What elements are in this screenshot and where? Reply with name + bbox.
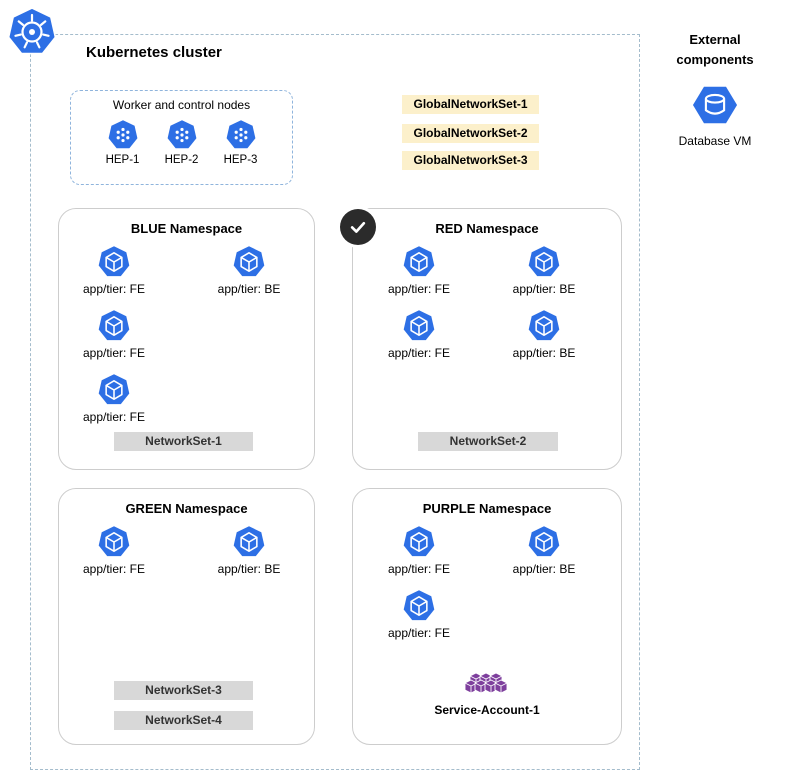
host-endpoint-3: HEP-3 <box>218 119 264 166</box>
pod-label: app/tier: FE <box>82 562 146 576</box>
namespace-blue: BLUE Namespace app/tier: FE app/tier: BE… <box>58 208 315 470</box>
pod-label: app/tier: BE <box>512 562 576 576</box>
hep-icon <box>100 119 146 151</box>
pod-label: app/tier: BE <box>217 562 281 576</box>
cluster-title: Kubernetes cluster <box>86 44 222 61</box>
pod-icon <box>374 525 464 559</box>
pod: app/tier: FE <box>69 245 159 296</box>
pod-icon <box>374 245 464 279</box>
pod: app/tier: FE <box>374 525 464 576</box>
pod: app/tier: BE <box>204 245 294 296</box>
namespace-title: PURPLE Namespace <box>422 501 552 516</box>
pod-icon <box>374 309 464 343</box>
kubernetes-cluster-boundary: Kubernetes cluster <box>30 34 640 770</box>
host-endpoint-1: HEP-1 <box>100 119 146 166</box>
pod-icon <box>499 245 589 279</box>
network-set-chip: NetworkSet-4 <box>114 711 253 730</box>
pod-icon <box>499 525 589 559</box>
network-set-chip: NetworkSet-2 <box>418 432 558 451</box>
pod-label: app/tier: BE <box>512 282 576 296</box>
global-network-set-chip: GlobalNetworkSet-1 <box>402 95 539 114</box>
checkmark-badge <box>340 209 376 245</box>
namespace-red: RED Namespace app/tier: FE app/tier: BE … <box>352 208 622 470</box>
external-components-title: External components <box>676 32 754 67</box>
pod-label: app/tier: FE <box>387 626 451 640</box>
pod: app/tier: FE <box>374 309 464 360</box>
kubernetes-logo-icon <box>6 6 58 58</box>
service-account-icon <box>353 673 621 695</box>
pod-icon <box>374 589 464 623</box>
namespace-title: GREEN Namespace <box>125 501 248 516</box>
pod: app/tier: FE <box>69 373 159 424</box>
hep-label: HEP-3 <box>223 154 258 166</box>
namespace-title: RED Namespace <box>435 221 539 236</box>
worker-nodes-group: Worker and control nodes HEP-1 HEP-2 HEP… <box>70 90 293 185</box>
pod-label: app/tier: FE <box>387 562 451 576</box>
pod-icon <box>69 525 159 559</box>
network-set-chip: NetworkSet-1 <box>114 432 253 451</box>
database-vm-icon <box>650 82 780 128</box>
global-network-set-chip: GlobalNetworkSet-2 <box>402 124 539 143</box>
pod-icon <box>69 373 159 407</box>
pod-label: app/tier: BE <box>512 346 576 360</box>
hep-icon <box>218 119 264 151</box>
pod: app/tier: FE <box>69 525 159 576</box>
external-components-group: External components Database VM <box>650 30 780 148</box>
namespace-purple: PURPLE Namespace app/tier: FE app/tier: … <box>352 488 622 745</box>
pod: app/tier: FE <box>69 309 159 360</box>
worker-nodes-row: HEP-1 HEP-2 HEP-3 <box>71 119 292 166</box>
pod-icon <box>499 309 589 343</box>
pod: app/tier: BE <box>499 525 589 576</box>
pod-label: app/tier: FE <box>82 282 146 296</box>
global-network-set-chip: GlobalNetworkSet-3 <box>402 151 539 170</box>
hep-label: HEP-1 <box>105 154 140 166</box>
pod: app/tier: BE <box>499 245 589 296</box>
pod-icon <box>69 309 159 343</box>
host-endpoint-2: HEP-2 <box>159 119 205 166</box>
pod-icon <box>69 245 159 279</box>
worker-nodes-title: Worker and control nodes <box>112 98 251 112</box>
check-icon <box>350 221 366 233</box>
service-account: Service-Account-1 <box>353 673 621 717</box>
pod-label: app/tier: FE <box>82 410 146 424</box>
hep-icon <box>159 119 205 151</box>
hep-label: HEP-2 <box>164 154 199 166</box>
pod: app/tier: FE <box>374 245 464 296</box>
pod-label: app/tier: FE <box>387 346 451 360</box>
pod-icon <box>204 525 294 559</box>
pod-label: app/tier: FE <box>387 282 451 296</box>
pod: app/tier: BE <box>499 309 589 360</box>
pod-label: app/tier: BE <box>217 282 281 296</box>
pod-icon <box>204 245 294 279</box>
pod: app/tier: BE <box>204 525 294 576</box>
pod: app/tier: FE <box>374 589 464 640</box>
network-set-chip: NetworkSet-3 <box>114 681 253 700</box>
namespace-green: GREEN Namespace app/tier: FE app/tier: B… <box>58 488 315 745</box>
pod-label: app/tier: FE <box>82 346 146 360</box>
database-vm-label: Database VM <box>678 134 752 148</box>
service-account-label: Service-Account-1 <box>434 703 540 717</box>
namespace-title: BLUE Namespace <box>130 221 243 236</box>
